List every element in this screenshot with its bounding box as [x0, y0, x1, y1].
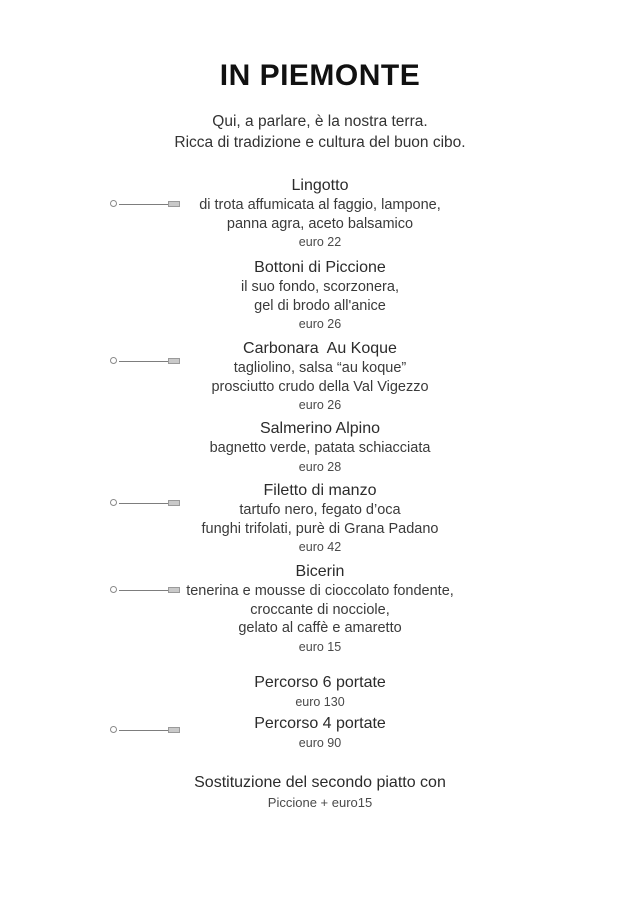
dish-description-line: il suo fondo, scorzonera, — [241, 279, 399, 295]
tasting-menu-6-portate: Percorso 6 portate euro 130 — [0, 672, 640, 711]
dish-price: euro 42 — [298, 540, 342, 554]
menu-item-lingotto: Lingotto di trota affumicata al faggio, … — [0, 175, 640, 251]
dish-price: euro 15 — [298, 639, 342, 654]
dish-description-line: tenerina e mousse di cioccolato fondente… — [186, 583, 454, 599]
marker-circle-icon — [110, 499, 117, 506]
dish-description-line: gelato al caffè e amaretto — [238, 620, 402, 636]
dish-description-line: bagnetto verde, patata schiacciata — [209, 440, 431, 456]
menu-item-filetto-di-manzo: Filetto di manzo tartufo nero, fegato d’… — [0, 480, 640, 556]
tasting-menu-name: Percorso 4 portate — [254, 715, 386, 732]
page-title: IN PIEMONTE — [219, 59, 421, 92]
marker-line-icon — [119, 589, 173, 591]
dish-description-line: tagliolino, salsa “au koque” — [233, 360, 407, 376]
dish-name: Salmerino Alpino — [259, 420, 381, 437]
dish-description-line: prosciutto crudo della Val Vigezzo — [211, 378, 429, 395]
marker-pin-lingotto[interactable] — [110, 198, 180, 210]
substitution-note-subtitle: Piccione + euro15 — [267, 795, 373, 810]
marker-line-icon — [119, 502, 173, 504]
marker-tag-icon — [168, 357, 180, 364]
menu-item-bottoni-di-piccione: Bottoni di Piccione il suo fondo, scorzo… — [0, 257, 640, 333]
dish-price: euro 28 — [298, 459, 342, 474]
marker-circle-icon — [110, 726, 117, 733]
subtitle-line-2: Ricca di tradizione e cultura del buon c… — [174, 134, 466, 151]
marker-tag-icon — [168, 726, 180, 733]
dish-description-line: funghi trifolati, purè di Grana Padano — [201, 520, 439, 537]
marker-tag-icon — [168, 200, 180, 207]
dish-name: Bicerin — [295, 563, 345, 580]
tasting-menu-price: euro 130 — [295, 695, 345, 709]
marker-pin-filetto[interactable] — [110, 497, 180, 509]
marker-pin-bicerin[interactable] — [110, 584, 180, 596]
marker-circle-icon — [110, 586, 117, 593]
dish-name: Carbonara Au Koque — [243, 340, 397, 357]
substitution-note: Sostituzione del secondo piatto con Picc… — [0, 772, 640, 812]
tasting-menu-name: Percorso 6 portate — [254, 674, 386, 691]
marker-circle-icon — [110, 200, 117, 207]
marker-pin-carbonara[interactable] — [110, 355, 180, 367]
marker-circle-icon — [110, 357, 117, 364]
dish-name: Lingotto — [291, 177, 349, 194]
marker-tag-icon — [168, 499, 180, 506]
substitution-note-title: Sostituzione del secondo piatto con — [194, 774, 446, 791]
dish-price: euro 26 — [298, 317, 342, 331]
marker-tag-icon — [168, 586, 180, 593]
subtitle-line-1: Qui, a parlare, è la nostra terra. — [212, 113, 428, 130]
dish-description-line: di trota affumicata al faggio, lampone, — [199, 197, 441, 213]
tasting-menu-price: euro 90 — [298, 736, 342, 750]
tasting-menu-4-portate: Percorso 4 portate euro 90 — [0, 713, 640, 752]
menu-item-carbonara-au-koque: Carbonara Au Koque tagliolino, salsa “au… — [0, 338, 640, 414]
marker-pin-percorso-4[interactable] — [110, 724, 180, 736]
dish-description-line: panna agra, aceto balsamico — [226, 215, 414, 232]
marker-line-icon — [119, 360, 173, 362]
marker-line-icon — [119, 203, 173, 205]
dish-description-line: croccante di nocciole, — [250, 601, 390, 618]
dish-price: euro 22 — [298, 235, 342, 249]
menu-item-salmerino-alpino: Salmerino Alpino bagnetto verde, patata … — [0, 418, 640, 476]
dish-name: Bottoni di Piccione — [254, 259, 386, 276]
dish-name: Filetto di manzo — [263, 482, 377, 499]
dish-price: euro 26 — [298, 398, 342, 412]
menu-item-bicerin: Bicerin tenerina e mousse di cioccolato … — [0, 561, 640, 656]
dish-description-line: tartufo nero, fegato d’oca — [239, 502, 401, 518]
menu-subtitle: Qui, a parlare, è la nostra terra. Ricca… — [0, 111, 640, 153]
dish-description-line: gel di brodo all'anice — [254, 297, 386, 314]
marker-line-icon — [119, 729, 173, 731]
